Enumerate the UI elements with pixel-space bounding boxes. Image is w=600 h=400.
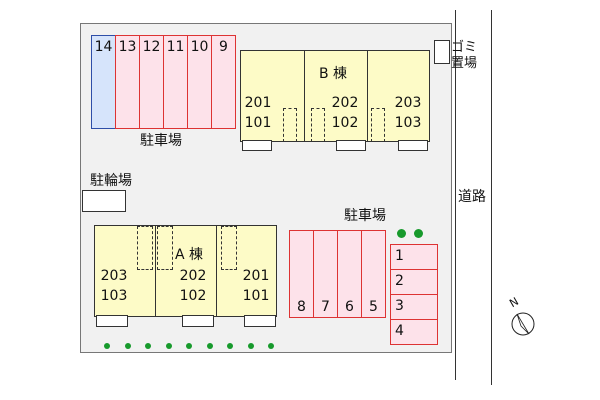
parking-space-number: 3 [395,298,404,314]
building-b-divider [304,51,305,141]
bicycle-parking-label: 駐輪場 [90,173,132,189]
unit-number: 203 [394,95,422,111]
garbage-label-bottom: 置場 [451,56,478,71]
parking-space-number: 11 [166,39,185,55]
stairway [157,226,173,270]
tree-icon [206,343,213,349]
parking-space: 12 [139,35,164,129]
unit-number: 102 [331,115,359,131]
tree-icon [186,343,192,349]
parking-space: 7 [313,230,338,318]
tree-icon [397,229,406,238]
tree-icon [165,343,172,349]
parking-space: 5 [361,230,386,318]
unit-number: 201 [242,268,270,284]
parking-space: 1 [390,244,438,270]
building-a-divider [216,226,217,316]
unit-number: 103 [100,288,128,304]
parking-space-number: 10 [190,39,209,55]
unit-number: 201 [244,95,272,111]
parking-space-number: 4 [395,323,404,339]
tree-icon [247,343,254,349]
building-a-divider [155,226,156,316]
unit-number: 203 [100,268,128,284]
unit-number: 101 [244,115,272,131]
unit-number: 202 [179,268,207,284]
parking-space-number: 5 [369,299,378,315]
parking-space-number: 12 [142,39,161,55]
entrance-step [244,315,276,327]
bicycle-parking [82,190,126,212]
building-b: B 棟 201 101 202 102 203 103 [240,50,430,142]
parking-space: 10 [187,35,212,129]
stairway [311,108,325,142]
tree-icon [124,343,131,349]
north-arrow: N [503,295,543,344]
entrance-step [96,315,128,327]
parking-space-number: 1 [395,248,404,264]
parking-space: 11 [163,35,188,129]
parking-space: 9 [211,35,236,129]
entrance-step [336,140,366,151]
unit-number: 102 [179,288,207,304]
building-a: A 棟 203 103 202 102 201 101 [94,225,277,317]
parking-space-number: 9 [219,39,228,55]
garbage-area [434,40,450,64]
unit-number: 202 [331,95,359,111]
entrance-step [242,140,272,151]
parking-space: 2 [390,269,438,295]
building-b-divider [367,51,368,141]
building-b-label: B 棟 [319,66,348,82]
top-parking-label: 駐車場 [140,133,182,149]
parking-space: 6 [337,230,362,318]
parking-space: 4 [390,319,438,345]
tree-icon [414,229,423,238]
road-edge-right [491,10,492,385]
parking-space-number: 13 [118,39,137,55]
tree-icon [145,343,151,349]
stairway [137,226,153,270]
entrance-step [182,315,214,327]
parking-space-number: 6 [345,299,354,315]
parking-space: 3 [390,294,438,320]
parking-space: 8 [289,230,314,318]
tree-icon [104,343,110,349]
building-a-label: A 棟 [175,247,204,263]
garbage-label-top: ゴミ [451,40,478,55]
parking-space: 14 [91,35,116,129]
parking-space-number: 14 [94,39,113,55]
compass-icon [511,312,535,336]
stairway [371,108,385,142]
right-parking-label: 駐車場 [344,208,386,224]
stairway [221,226,237,270]
parking-space-number: 7 [321,299,330,315]
stairway [283,108,297,142]
entrance-step [398,140,428,151]
tree-icon [268,343,274,349]
tree-icon [227,343,233,349]
road-edge-left [455,10,456,380]
parking-space-number: 8 [297,299,306,315]
unit-number: 103 [394,115,422,131]
unit-number: 101 [242,288,270,304]
road-label: 道路 [458,189,486,205]
parking-space: 13 [115,35,140,129]
parking-space-number: 2 [395,273,404,289]
